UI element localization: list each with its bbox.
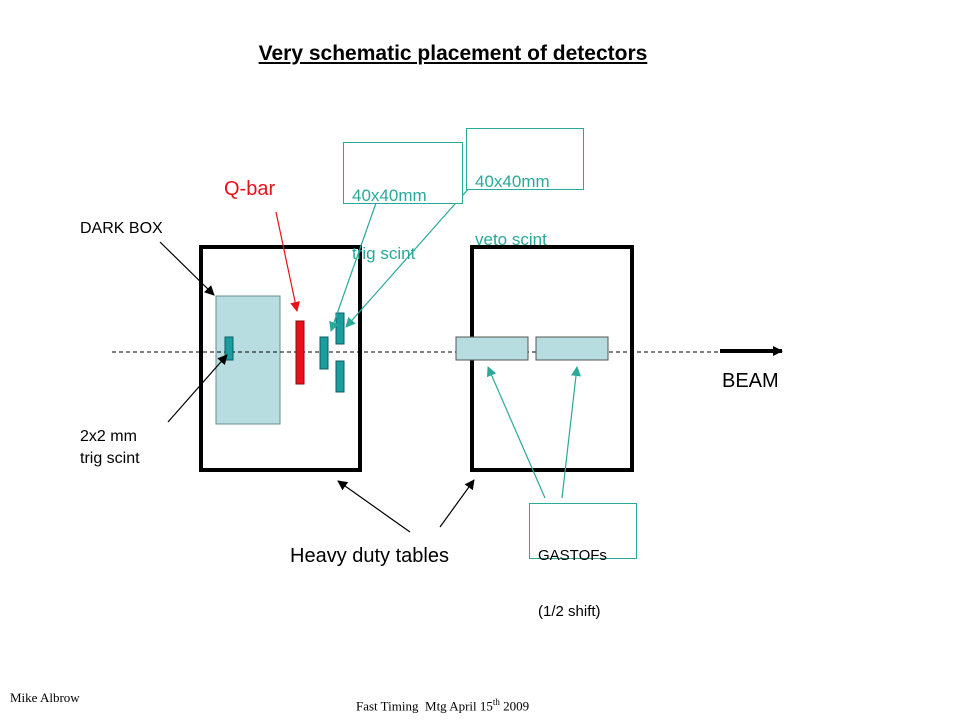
tables-arrow-right xyxy=(439,479,475,528)
qbar-label: Q-bar xyxy=(224,178,276,200)
gastof-callout: GASTOFs (1/2 shift) xyxy=(529,503,637,620)
dark-box-arrow xyxy=(159,241,215,296)
veto-scint-lower xyxy=(335,360,345,393)
veto-scint-upper xyxy=(335,312,345,345)
beam-label: BEAM xyxy=(722,370,779,392)
gastof-arrow-right xyxy=(561,366,581,499)
author: Mike Albrow xyxy=(10,690,80,705)
trig-scint-40x40 xyxy=(319,336,329,370)
trig-40-line2: trig scint xyxy=(352,244,416,263)
tables-arrow-left xyxy=(337,480,411,533)
table-left xyxy=(199,245,362,472)
trig-2x2-arrow xyxy=(167,354,228,423)
footer-prefix: Fast Timing Mtg April 15 xyxy=(356,698,493,714)
gastof-line1: GASTOFs xyxy=(538,547,607,564)
dark-box-label: DARK BOX xyxy=(80,220,163,237)
gastof-line2: (1/2 shift) xyxy=(538,603,601,620)
veto-40-line1: 40x40mm xyxy=(475,172,550,191)
veto-40-line2: veto scint xyxy=(475,230,547,249)
gastof-arrow-left xyxy=(487,366,546,499)
veto-40-callout: 40x40mm veto scint xyxy=(466,128,584,249)
slide-title: Very schematic placement of detectors xyxy=(258,42,648,65)
trig-40-arrow xyxy=(329,202,377,332)
veto-40-arrow xyxy=(345,186,471,328)
trig-2x2-line1: 2x2 mm xyxy=(80,428,137,445)
trig-scint-2x2 xyxy=(224,336,234,361)
trig-2x2-line2: trig scint xyxy=(80,450,140,467)
tables-label: Heavy duty tables xyxy=(290,545,449,567)
qbar-detector xyxy=(295,320,305,385)
footer-sup: th xyxy=(492,697,500,707)
trig-2x2-label: 2x2 mm trig scint xyxy=(80,426,140,470)
trig-40-callout: 40x40mm trig scint xyxy=(343,142,463,263)
gastof-1 xyxy=(455,336,529,361)
footer-suffix: 2009 xyxy=(499,698,530,714)
footer: Fast Timing Mtg April 15th 2009 xyxy=(356,697,529,714)
gastof-2 xyxy=(535,336,609,361)
qbar-arrow xyxy=(275,211,301,312)
trig-40-line1: 40x40mm xyxy=(352,186,427,205)
